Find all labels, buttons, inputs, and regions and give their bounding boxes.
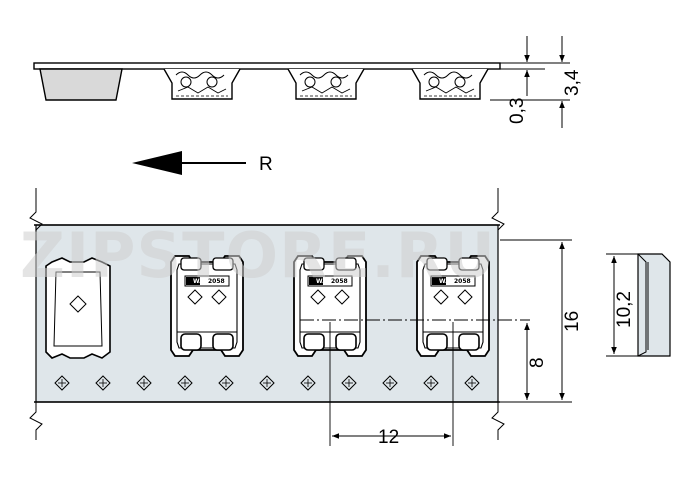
part-marking: 2058 xyxy=(208,278,225,285)
break-line-right-bottom xyxy=(491,402,505,440)
top-view: WAGO 2058 WAGO 2058 WAGO 2058 xyxy=(29,188,583,448)
direction-label: R xyxy=(259,154,273,175)
dim-tape-thickness: 0,3 xyxy=(507,98,528,124)
part-marking: 2058 xyxy=(454,278,471,285)
pocket-side-1 xyxy=(163,68,241,100)
brand-marking: WAGO xyxy=(439,278,460,285)
pocket-side-2 xyxy=(287,68,365,100)
empty-pocket xyxy=(45,257,111,359)
direction-arrow-head xyxy=(132,151,182,175)
right-side-view: 10,2 xyxy=(606,253,671,357)
connector-pocket-2: WAGO 2058 xyxy=(293,255,367,357)
dim-pocket-offset: 8 xyxy=(527,357,548,368)
feed-direction: R xyxy=(132,151,273,175)
connector-pocket-3: WAGO 2058 xyxy=(416,255,490,357)
side-view: 0,3 3,4 xyxy=(33,36,583,128)
dim-tape-width: 16 xyxy=(562,311,583,332)
watermark: ZIPSTORE.RU xyxy=(20,219,496,292)
pocket-side-3 xyxy=(411,68,489,100)
tape-edge xyxy=(33,62,501,70)
brand-marking: WAGO xyxy=(193,278,214,285)
break-line-right-top xyxy=(491,188,505,400)
dim-pitch: 12 xyxy=(378,427,399,448)
break-line-left-top xyxy=(29,188,43,400)
dim-side-height: 10,2 xyxy=(614,291,635,328)
break-line-left-bottom xyxy=(29,402,43,440)
side-profile-edge xyxy=(637,253,647,357)
dim-total-height: 3,4 xyxy=(562,69,583,96)
side-profile-body xyxy=(637,253,671,357)
empty-pocket-side xyxy=(39,68,123,101)
part-marking: 2058 xyxy=(331,278,348,285)
brand-marking: WAGO xyxy=(316,278,337,285)
connector-pocket-1: WAGO 2058 xyxy=(170,255,244,357)
